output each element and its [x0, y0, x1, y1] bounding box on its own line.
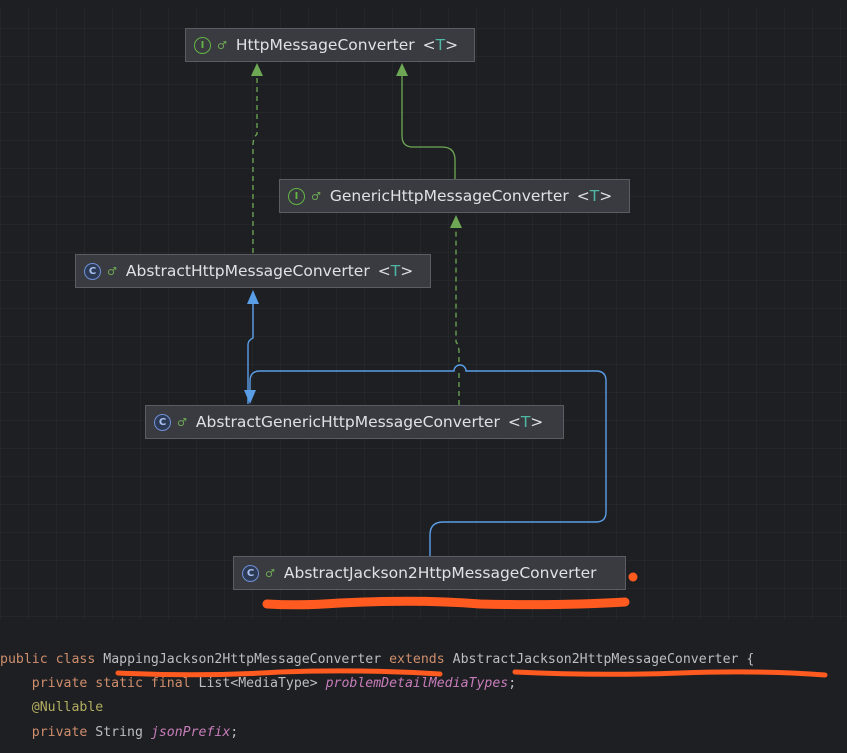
node-name: AbstractHttpMessageConverter: [125, 262, 370, 280]
generic-param: <T>: [422, 36, 459, 54]
node-abstractjackson2httpmessageconverter[interactable]: C ♂ AbstractJackson2HttpMessageConverter: [233, 556, 626, 590]
visibility-icon: ♂: [265, 566, 275, 580]
arrowhead-extends-abstract: [247, 290, 259, 304]
class-icon: C: [84, 262, 101, 280]
arrowhead-extends-interface: [396, 63, 408, 76]
visibility-icon: ♂: [311, 189, 321, 203]
code-line-annotation: @Nullable: [31, 700, 104, 715]
class-icon: C: [154, 413, 171, 431]
interface-icon: I: [194, 36, 211, 54]
diagram-edges: [0, 8, 847, 620]
code-line-field-problemdetail: private static final List<MediaType> pro…: [31, 676, 517, 691]
node-name: GenericHttpMessageConverter: [329, 187, 569, 205]
generic-param: <T>: [507, 413, 544, 431]
visibility-icon: ♂: [217, 38, 227, 52]
node-name: AbstractJackson2HttpMessageConverter: [283, 564, 597, 582]
code-line-class-declaration: public class MappingJackson2HttpMessageC…: [0, 652, 755, 667]
grid-background: [0, 8, 847, 620]
arrowhead-extends-abstractgeneric: [244, 390, 256, 404]
node-httpmessageconverter[interactable]: I ♂ HttpMessageConverter <T>: [185, 28, 475, 62]
node-abstractgenerichttpmessageconverter[interactable]: C ♂ AbstractGenericHttpMessageConverter …: [145, 405, 564, 439]
edge-extends-jackson-to-abstractgeneric: [249, 364, 607, 556]
edge-implements-abstractgeneric-to-generic: [455, 228, 460, 405]
edge-extends-generic-to-httpconverter: [401, 76, 456, 180]
code-line-field-jsonprefix: private String jsonPrefix;: [31, 725, 239, 740]
highlight-underline-superclass: [512, 669, 828, 678]
uml-class-diagram: I ♂ HttpMessageConverter <T> I ♂ Generic…: [0, 8, 847, 620]
arrowhead-implements-generic: [450, 215, 462, 228]
node-name: AbstractGenericHttpMessageConverter: [195, 413, 500, 431]
edge-implements-abstract-to-httpconverter: [252, 76, 258, 253]
code-highlight-overlay: [115, 668, 828, 678]
node-abstracthttpmessageconverter[interactable]: C ♂ AbstractHttpMessageConverter <T>: [75, 254, 431, 288]
superclass-name: AbstractJackson2HttpMessageConverter: [452, 652, 739, 667]
class-icon: C: [242, 564, 259, 582]
class-name: MappingJackson2HttpMessageConverter: [103, 652, 382, 667]
interface-icon: I: [288, 187, 305, 205]
code-editor[interactable]: public class MappingJackson2HttpMessageC…: [0, 625, 847, 753]
highlight-underline-diagram: [262, 596, 630, 610]
edge-extends-abstractgeneric-to-abstract: [247, 302, 254, 404]
visibility-icon: ♂: [107, 264, 117, 278]
highlight-dot: [628, 572, 638, 582]
arrowhead-implements: [251, 63, 263, 76]
generic-param: <T>: [377, 262, 414, 280]
highlight-underline-classname: [115, 668, 443, 678]
node-name: HttpMessageConverter: [235, 36, 415, 54]
visibility-icon: ♂: [177, 415, 187, 429]
node-generichttpmessageconverter[interactable]: I ♂ GenericHttpMessageConverter <T>: [279, 179, 630, 213]
generic-param: <T>: [576, 187, 613, 205]
